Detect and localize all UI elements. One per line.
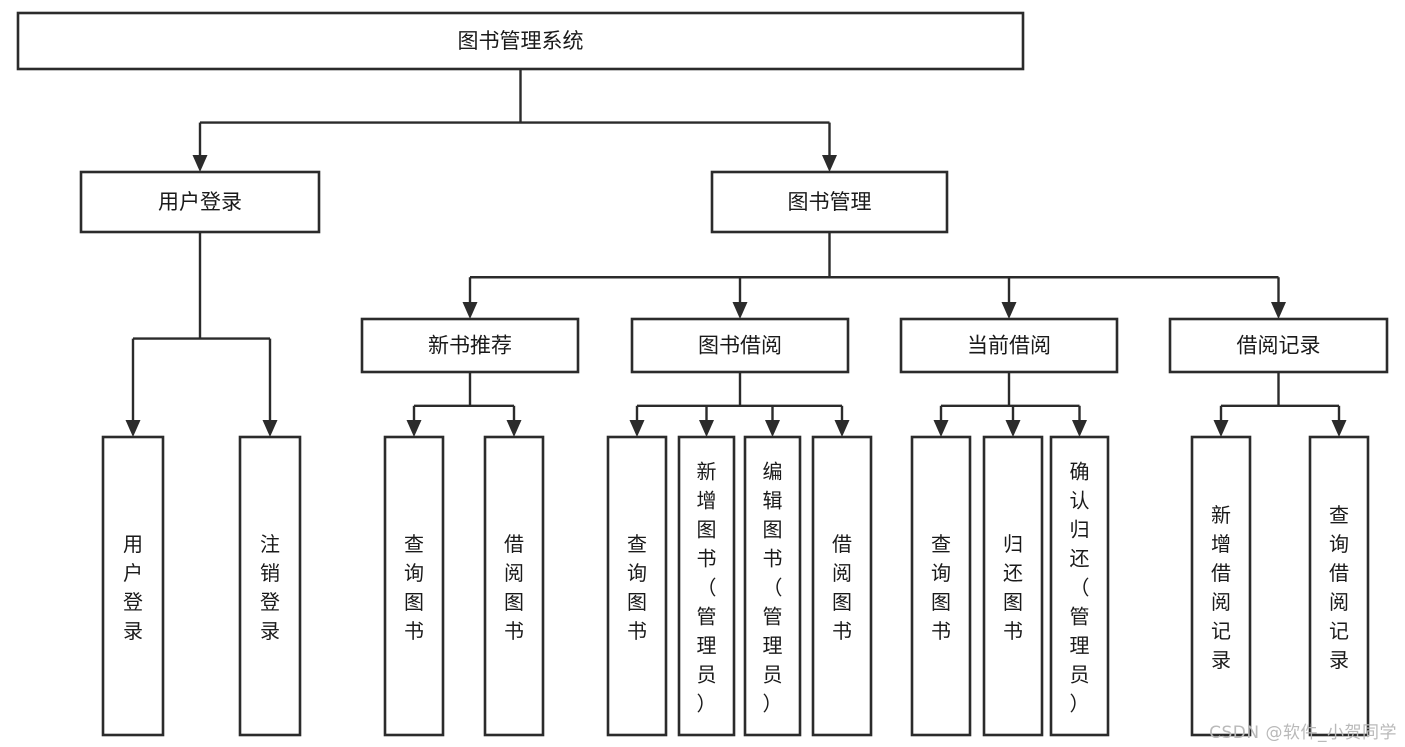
edge-group-user-login: [125, 232, 278, 437]
node-box-leaf-add-book: [677, 435, 736, 737]
node-leaf-logout[interactable]: 注销登录: [238, 435, 302, 737]
node-box-leaf-query-record: [1308, 435, 1370, 737]
node-box-root: [16, 11, 1025, 71]
node-leaf-return-book[interactable]: 归还图书: [982, 435, 1044, 737]
node-layer: 图书管理系统用户登录图书管理新书推荐图书借阅当前借阅借阅记录用户登录注销登录查询…: [16, 11, 1389, 737]
node-leaf-borrow-book-1[interactable]: 借阅图书: [483, 435, 545, 737]
node-label-leaf-add-book: 新增图书（管理员）: [697, 460, 717, 716]
arrow-head-icon: [262, 420, 278, 437]
node-label-current-borrow: 当前借阅: [967, 334, 1051, 358]
node-label-leaf-return-book: 归还图书: [1003, 532, 1023, 643]
arrow-head-icon: [834, 420, 850, 437]
node-label-book-manage: 图书管理: [788, 190, 872, 214]
arrow-head-icon: [933, 420, 949, 437]
arrow-head-icon: [406, 420, 422, 437]
node-label-leaf-query-book-1: 查询图书: [404, 532, 424, 643]
node-box-leaf-query-book-1: [383, 435, 445, 737]
edge-group-current-borrow: [933, 372, 1087, 437]
node-label-leaf-logout: 注销登录: [260, 532, 280, 643]
node-label-leaf-add-record: 新增借阅记录: [1211, 503, 1231, 672]
node-root[interactable]: 图书管理系统: [16, 11, 1025, 71]
node-label-leaf-borrow-book-1: 借阅图书: [504, 532, 524, 643]
node-box-leaf-confirm-return: [1049, 435, 1110, 737]
node-label-leaf-confirm-return: 确认归还（管理员）: [1070, 460, 1090, 716]
edge-group-book-manage: [462, 232, 1286, 319]
node-box-leaf-user-login: [101, 435, 165, 737]
node-box-book-manage: [710, 170, 949, 234]
node-leaf-query-book-1[interactable]: 查询图书: [383, 435, 445, 737]
arrow-head-icon: [629, 420, 645, 437]
edge-group-root: [192, 69, 837, 172]
node-leaf-query-book-3[interactable]: 查询图书: [910, 435, 972, 737]
node-label-leaf-query-book-3: 查询图书: [931, 532, 951, 643]
node-box-book-borrow: [630, 317, 850, 374]
node-box-leaf-logout: [238, 435, 302, 737]
arrow-head-icon: [765, 420, 780, 437]
node-label-user-login: 用户登录: [158, 190, 242, 214]
arrow-head-icon: [1072, 420, 1087, 437]
edge-group-new-book-rec: [406, 372, 522, 437]
arrow-head-icon: [192, 155, 208, 172]
arrow-head-icon: [462, 302, 478, 319]
node-box-leaf-add-record: [1190, 435, 1252, 737]
arrow-head-icon: [506, 420, 522, 437]
node-label-leaf-query-record: 查询借阅记录: [1329, 503, 1349, 672]
arrow-head-icon: [1001, 302, 1017, 319]
node-book-manage[interactable]: 图书管理: [710, 170, 949, 234]
arrow-head-icon: [699, 420, 714, 437]
edge-layer: [125, 69, 1347, 437]
node-borrow-record[interactable]: 借阅记录: [1168, 317, 1389, 374]
node-label-new-book-rec: 新书推荐: [428, 334, 512, 358]
node-box-leaf-query-book-3: [910, 435, 972, 737]
edge-group-book-borrow: [629, 372, 850, 437]
node-leaf-add-record[interactable]: 新增借阅记录: [1190, 435, 1252, 737]
node-box-user-login: [79, 170, 321, 234]
arrow-head-icon: [125, 420, 141, 437]
node-book-borrow[interactable]: 图书借阅: [630, 317, 850, 374]
node-box-borrow-record: [1168, 317, 1389, 374]
node-box-leaf-borrow-book-1: [483, 435, 545, 737]
node-box-leaf-query-book-2: [606, 435, 668, 737]
node-user-login[interactable]: 用户登录: [79, 170, 321, 234]
arrow-head-icon: [1213, 420, 1229, 437]
node-label-leaf-user-login: 用户登录: [123, 532, 143, 643]
arrow-head-icon: [822, 155, 837, 172]
node-box-new-book-rec: [360, 317, 580, 374]
arrow-head-icon: [1271, 302, 1286, 319]
node-new-book-rec[interactable]: 新书推荐: [360, 317, 580, 374]
node-box-leaf-borrow-book-2: [811, 435, 873, 737]
node-label-book-borrow: 图书借阅: [698, 334, 782, 358]
node-leaf-borrow-book-2[interactable]: 借阅图书: [811, 435, 873, 737]
node-box-current-borrow: [899, 317, 1119, 374]
arrow-head-icon: [1005, 420, 1021, 437]
node-box-leaf-edit-book: [743, 435, 802, 737]
arrow-head-icon: [732, 302, 748, 319]
node-label-borrow-record: 借阅记录: [1237, 334, 1321, 358]
node-label-leaf-query-book-2: 查询图书: [627, 532, 647, 643]
arrow-head-icon: [1331, 420, 1347, 437]
node-leaf-add-book[interactable]: 新增图书（管理员）: [677, 435, 736, 737]
node-leaf-confirm-return[interactable]: 确认归还（管理员）: [1049, 435, 1110, 737]
node-leaf-user-login[interactable]: 用户登录: [101, 435, 165, 737]
edge-group-borrow-record: [1213, 372, 1347, 437]
node-box-leaf-return-book: [982, 435, 1044, 737]
node-leaf-edit-book[interactable]: 编辑图书（管理员）: [743, 435, 802, 737]
node-leaf-query-book-2[interactable]: 查询图书: [606, 435, 668, 737]
node-label-root: 图书管理系统: [458, 29, 584, 53]
node-label-leaf-borrow-book-2: 借阅图书: [832, 532, 852, 643]
node-leaf-query-record[interactable]: 查询借阅记录: [1308, 435, 1370, 737]
node-label-leaf-edit-book: 编辑图书（管理员）: [763, 460, 783, 716]
node-current-borrow[interactable]: 当前借阅: [899, 317, 1119, 374]
